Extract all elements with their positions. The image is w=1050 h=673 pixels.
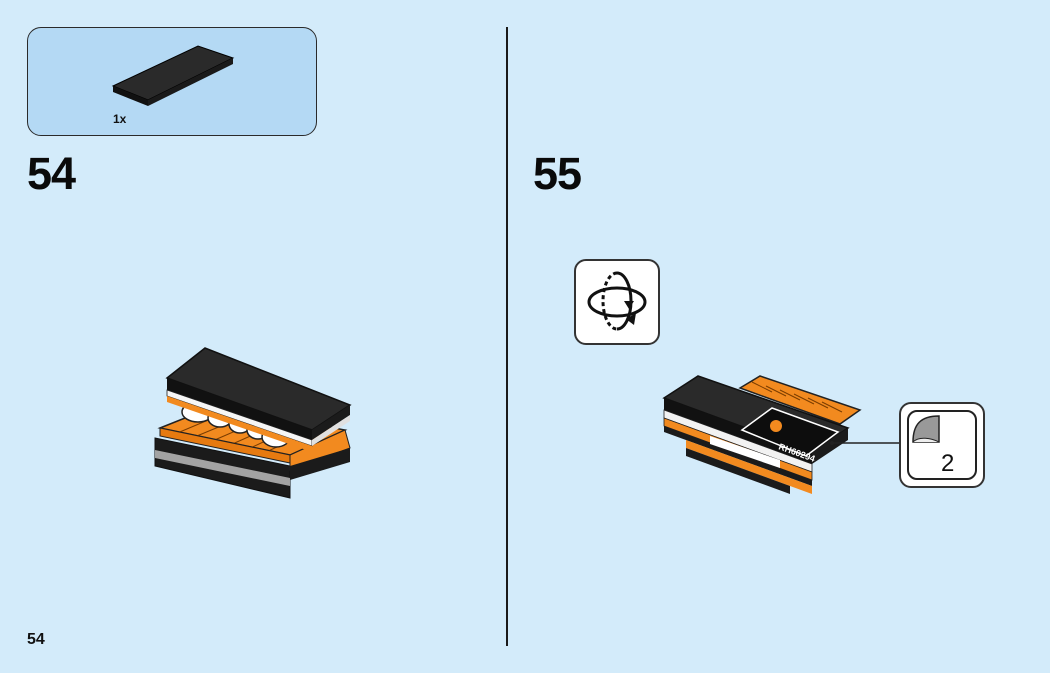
rotate-model-icon	[574, 259, 660, 345]
sticker-callout: 2	[899, 402, 985, 488]
step-number-54: 54	[27, 148, 76, 199]
sticker-page-icon: 2	[907, 410, 977, 480]
page-number: 54	[27, 631, 45, 648]
step-number-55: 55	[533, 148, 582, 199]
parts-list-box: 1x	[27, 27, 317, 136]
black-tile-part-icon	[111, 45, 235, 106]
callout-quantity: 2	[941, 450, 955, 477]
page-divider	[506, 27, 508, 646]
part-quantity: 1x	[113, 112, 127, 126]
